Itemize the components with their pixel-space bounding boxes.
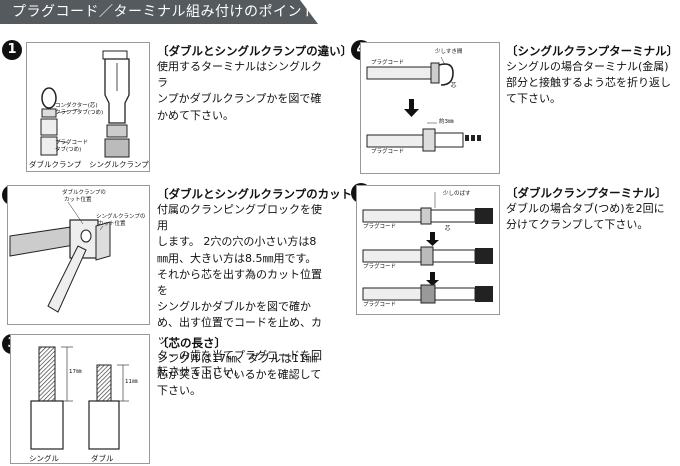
text-line: します。 2穴の穴の小さい方は8: [157, 235, 317, 249]
diagram-1-box: コンダクター(芯) クランプタブ(つめ) プラグコード タブ(つめ) ダブルクラ…: [26, 42, 150, 172]
caption-double-clamp: ダブルクランプ: [29, 160, 82, 169]
diagram-4-box: プラグコード 少しすき間 芯 約3㎜ プラグコード: [360, 42, 500, 174]
section-3-title: 〔芯の長さ〕: [157, 336, 226, 350]
core-length-illustration: [30, 346, 129, 450]
diagram-2-box: ダブルクランプの カット位置 シングルクランプの カット位置: [7, 185, 150, 325]
terminal-clamp-illustration: [40, 50, 130, 158]
label-approx-3mm: 約3㎜: [439, 119, 454, 125]
label-plug-cord: プラグコード: [371, 60, 405, 66]
text-line: それから芯を出す為のカット位置を: [157, 267, 322, 298]
diagram-3-box: 17㎜ 11㎜ シングル ダブル: [10, 334, 150, 464]
text-line: ターの歯を当てプラグコードを回: [157, 348, 322, 362]
text-line: 下さい。: [157, 384, 201, 398]
label-double-pos2: カット位置: [64, 197, 92, 203]
page-title: プラグコード／ターミナル組み付けのポイント: [0, 0, 318, 24]
section-2-body: 付属のクランピングブロックを使用 します。 2穴の穴の小さい方は8 ㎜用、大きい…: [157, 202, 329, 380]
label-17mm: 17㎜: [69, 369, 82, 375]
text-line: 付属のクランピングブロックを使用: [157, 203, 322, 233]
section-3-body: シングルは17㎜、ダブルは11㎜ 芯が突き出しているかを確認して 下さい。: [157, 351, 329, 400]
label-clamp-tab: クランプタブ(つめ): [55, 110, 104, 116]
diagram-5-box: 少しのばす 芯 プラグコード プラグコード プラグコード: [356, 185, 500, 315]
section-1-title: 〔ダブルとシングルクランプの違い〕: [157, 44, 353, 58]
section-5-body: ダブルの場合タブ(つめ)を2回に 分けてクランプして下さい。: [506, 201, 678, 233]
label-gap: 少しすき間: [435, 49, 463, 55]
label-plug-cord-1: プラグコード: [363, 224, 397, 230]
label-plug-cord-2: プラグコード: [363, 264, 397, 270]
single-terminal-illustration: [366, 56, 481, 152]
caption-single: シングル: [29, 454, 59, 463]
label-plug-cord-2: プラグコード: [371, 149, 405, 155]
label-plug-cord: プラグコード: [55, 140, 89, 146]
section-4-title: 〔シングルクランプターミナル〕: [506, 44, 679, 58]
caption-single-clamp: シングルクランプ: [89, 160, 149, 169]
label-collar: コンダクター(芯): [55, 103, 98, 109]
text-line: 部分と接触するよう芯を折り返し: [506, 76, 671, 90]
label-double-pos: ダブルクランプの: [62, 190, 106, 196]
text-line: め、出す位置でコードを止め、カッ: [157, 316, 322, 346]
text-line: 芯が突き出しているかを確認して: [157, 368, 322, 382]
label-single-pos2: カット位置: [98, 221, 126, 227]
double-terminal-illustration: [362, 192, 493, 304]
text-line: シングルの場合ターミナル(金属): [506, 60, 669, 73]
text-line: シングルは17㎜、ダブルは11㎜: [157, 352, 317, 365]
text-line: ㎜用、大きい方は8.5㎜用です。: [157, 251, 317, 265]
label-single-pos: シングルクランプの: [96, 214, 146, 220]
label-core: 芯: [445, 226, 451, 232]
text-line: かめて下さい。: [157, 108, 234, 122]
text-line: ダブルの場合タブ(つめ)を2回に: [506, 202, 665, 215]
text-line: ンプかダブルクランプかを図で確: [157, 92, 322, 106]
text-line: 分けてクランプして下さい。: [506, 218, 649, 232]
section-5-title: 〔ダブルクランプターミナル〕: [506, 186, 667, 200]
text-line: 使用するターミナルはシングルクラ: [157, 60, 322, 90]
label-extend: 少しのばす: [443, 191, 471, 197]
section-4-body: シングルの場合ターミナル(金属) 部分と接触するよう芯を折り返し て下さい。: [506, 59, 678, 108]
label-11mm: 11㎜: [125, 379, 138, 385]
label-core: 芯: [451, 83, 457, 89]
section-1-body: 使用するターミナルはシングルクラ ンプかダブルクランプかを図で確 かめて下さい。: [157, 59, 327, 124]
caption-double: ダブル: [91, 454, 114, 463]
section-2-title: 〔ダブルとシングルクランプのカット位置〕: [157, 187, 387, 201]
text-line: シングルかダブルかを図で確か: [157, 300, 311, 314]
step-number-1: 1: [2, 40, 22, 60]
cutting-block-illustration: [9, 201, 111, 313]
text-line: 転させて下さい。: [157, 365, 245, 379]
label-plug-cord-3: プラグコード: [363, 302, 397, 308]
text-line: て下さい。: [506, 92, 561, 106]
label-tab: タブ(つめ): [55, 147, 82, 153]
